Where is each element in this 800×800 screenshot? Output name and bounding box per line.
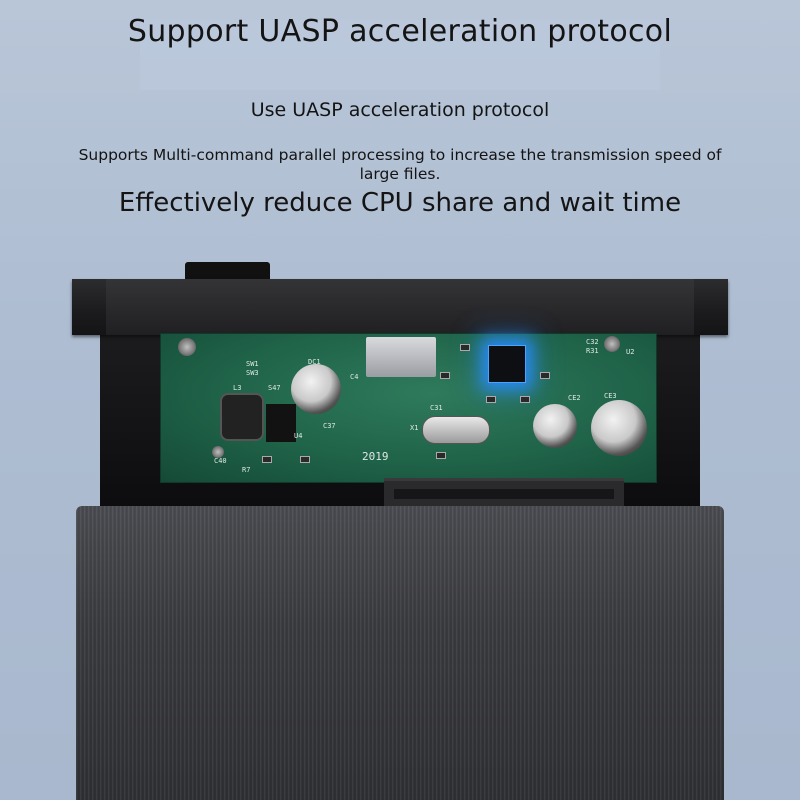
subheadline: Use UASP acceleration protocol [250, 99, 550, 121]
pcb-label: C37 [323, 422, 336, 430]
smd-component [486, 396, 496, 403]
pcb-label: U4 [294, 432, 303, 440]
headline: Support UASP acceleration protocol [127, 14, 673, 49]
pcb-label: R7 [242, 466, 251, 474]
pcb-label: CE2 [568, 394, 581, 402]
pcb-label: 2019 [362, 450, 389, 463]
pcb-label: S47 [268, 384, 281, 392]
pcb-label: C32 [586, 338, 599, 346]
uasp-controller-chip [488, 345, 526, 383]
brushed-aluminum-case [76, 506, 724, 800]
pcb-label: DC1 [308, 358, 321, 366]
ic-chip [266, 404, 296, 442]
smd-component [300, 456, 310, 463]
smd-component [440, 372, 450, 379]
description: Supports Multi-command parallel processi… [78, 146, 722, 183]
pcb-label: C40 [214, 457, 227, 465]
pcb-label: R31 [586, 347, 599, 355]
pcb-label: SW1 [246, 360, 259, 368]
screw-left [178, 338, 196, 356]
smd-component [262, 456, 272, 463]
enclosure-lid [72, 279, 728, 335]
crystal-oscillator [422, 416, 490, 444]
capacitor-2 [533, 404, 577, 448]
power-switch [185, 262, 270, 284]
tagline: Effectively reduce CPU share and wait ti… [118, 188, 682, 218]
smd-component [540, 372, 550, 379]
smd-component [460, 344, 470, 351]
screw-right [604, 336, 620, 352]
pcb-label: SW3 [246, 369, 259, 377]
capacitor-3 [591, 400, 647, 456]
pcb-label: C4 [350, 373, 359, 381]
capacitor-1 [291, 364, 341, 414]
title-band [140, 20, 660, 90]
pcb-label: CE3 [604, 392, 617, 400]
pcb-label: C31 [430, 404, 443, 412]
screw-bottom [212, 446, 224, 458]
pcb-label: L3 [233, 384, 242, 392]
pcb-label: U2 [626, 348, 635, 356]
inductor [220, 393, 264, 441]
pcb-label: X1 [410, 424, 419, 432]
smd-component [520, 396, 530, 403]
sata-connector [384, 478, 624, 507]
smd-component [436, 452, 446, 459]
usb-port [366, 337, 436, 377]
